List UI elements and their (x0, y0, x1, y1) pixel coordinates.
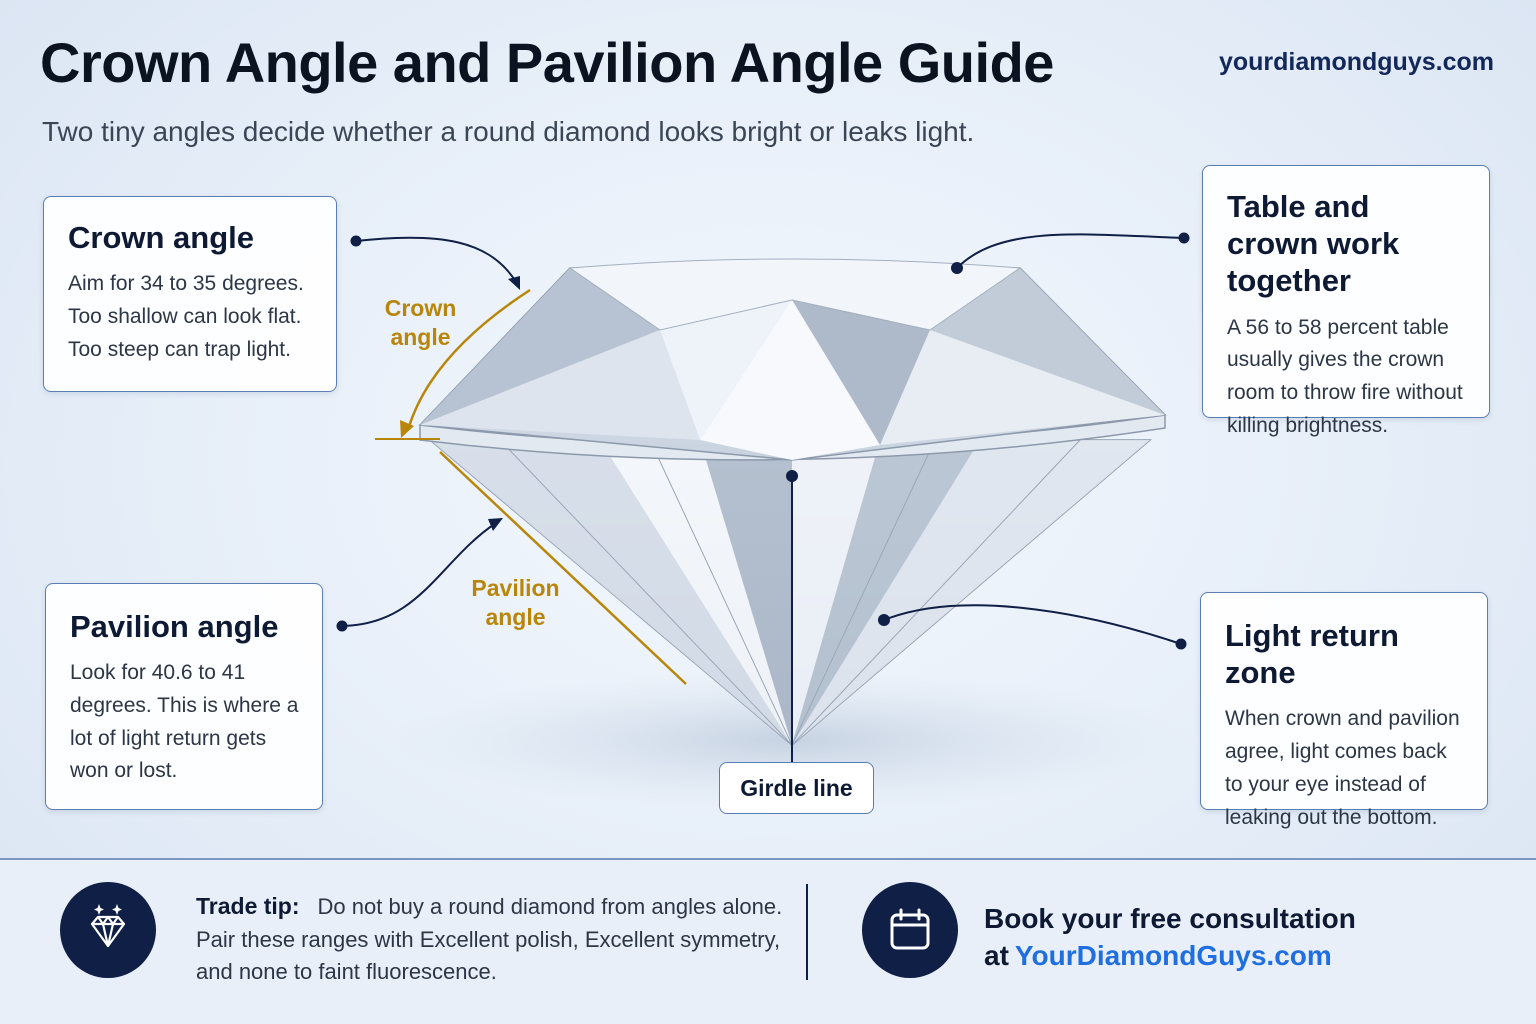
pavilion-connector (336, 518, 503, 632)
card-heading: Table and crown work together (1227, 189, 1400, 299)
consultation-link[interactable]: YourDiamondGuys.com (1014, 940, 1332, 972)
pavilion-angle-label: Pavilion angle (471, 575, 560, 630)
trade-tip-text: Do not buy a round diamond from angles a… (196, 894, 783, 984)
card-heading: Light return zone (1225, 618, 1399, 691)
crown-connector (350, 235, 520, 290)
cta-prefix: at (984, 940, 1009, 972)
crown-angle-indicator (375, 288, 531, 440)
trade-tip: Trade tip:Do not buy a round diamond fro… (196, 890, 786, 988)
crown-angle-label: Crown angle (384, 295, 457, 350)
pavilion-angle-indicator (439, 451, 687, 685)
diamond-table (568, 258, 1022, 331)
table-crown-card: Table and crown work together A 56 to 58… (1202, 165, 1490, 437)
card-text: When crown and pavilion agree, light com… (1225, 707, 1460, 829)
card-text: A 56 to 58 percent table usually gives t… (1227, 315, 1463, 437)
trade-tip-label: Trade tip: (196, 893, 300, 919)
diamond-pavilion (427, 439, 1153, 747)
girdle-line-label: Girdle line (719, 762, 874, 814)
light-return-card: Light return zone When crown and pavilio… (1200, 592, 1488, 829)
page-title: Crown Angle and Pavilion Angle Guide (40, 31, 1054, 94)
card-heading: Crown angle (68, 220, 255, 255)
girdle-connector (786, 470, 798, 762)
calendar-icon (862, 882, 958, 978)
cta-line: Book your free consultation (984, 903, 1356, 934)
card-text: Look for 40.6 to 41 degrees. This is whe… (70, 661, 299, 783)
crown-angle-card: Crown angle Aim for 34 to 35 degrees. To… (43, 196, 337, 392)
footer-separator (806, 884, 808, 980)
diamond-icon (60, 882, 156, 978)
page-subtitle: Two tiny angles decide whether a round d… (42, 116, 975, 147)
pavilion-angle-card: Pavilion angle Look for 40.6 to 41 degre… (45, 583, 323, 810)
table-connector (951, 232, 1190, 274)
card-text: Aim for 34 to 35 degrees. Too shallow ca… (68, 272, 304, 361)
footer (0, 860, 1536, 1024)
diamond-crown (418, 258, 1167, 461)
footer-divider (0, 858, 1536, 860)
card-heading: Pavilion angle (70, 609, 279, 644)
light-connector (878, 604, 1187, 650)
brand-link[interactable]: yourdiamondguys.com (1218, 48, 1494, 76)
